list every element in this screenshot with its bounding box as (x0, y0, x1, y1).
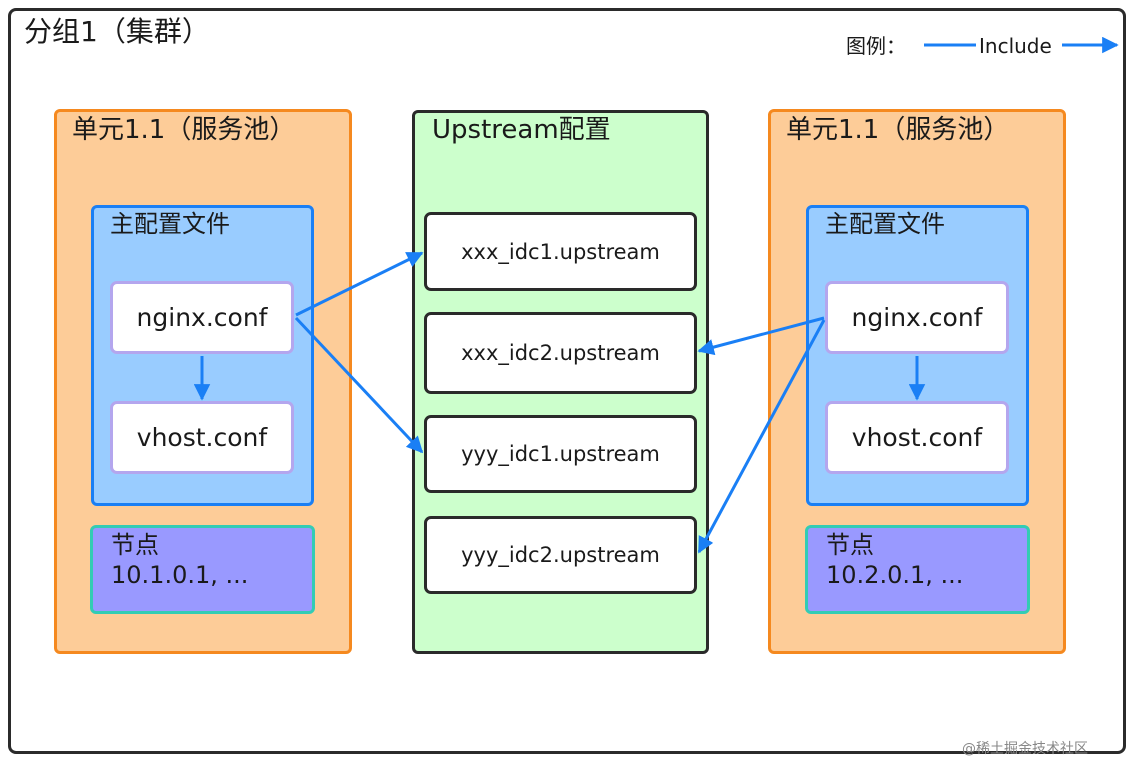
unit-left-vhost-conf: vhost.conf (110, 401, 294, 474)
arrow-left-nginx-to-yyy-idc1 (294, 316, 424, 454)
unit-right-main-config-title: 主配置文件 (825, 210, 945, 238)
watermark: @稀土掘金技术社区 (962, 741, 1088, 757)
unit-right-title: 单元1.1（服务池） (786, 115, 1010, 145)
unit-right-nginx-conf: nginx.conf (825, 281, 1009, 354)
upstream-item-xxx-idc1: xxx_idc1.upstream (424, 212, 697, 291)
cluster-title: 分组1（集群） (24, 15, 210, 48)
unit-left-nginx-conf: nginx.conf (110, 281, 294, 354)
legend-label: 图例： (846, 34, 906, 58)
upstream-item-yyy-idc1: yyy_idc1.upstream (424, 415, 697, 493)
unit-left-nodes: 节点 10.1.0.1, ... (90, 525, 315, 614)
arrow-right-nginx-to-xxx-idc2 (697, 316, 825, 356)
unit-right-vhost-conf: vhost.conf (825, 401, 1009, 474)
legend-include-text: Include (979, 34, 1052, 58)
upstream-item-yyy-idc2: yyy_idc2.upstream (424, 516, 697, 594)
unit-left-main-config-title: 主配置文件 (110, 210, 230, 238)
unit-left-nodes-value: 10.1.0.1, ... (111, 561, 249, 589)
unit-right-nodes-title: 节点 (826, 531, 874, 559)
unit-right-nodes-value: 10.2.0.1, ... (826, 561, 964, 589)
arrow-left-nginx-to-xxx-idc1 (295, 251, 424, 317)
upstream-title: Upstream配置 (432, 115, 611, 145)
unit-right-nodes: 节点 10.2.0.1, ... (805, 525, 1030, 614)
upstream-item-xxx-idc2: xxx_idc2.upstream (424, 312, 697, 394)
unit-left-title: 单元1.1（服务池） (72, 115, 296, 145)
arrow-right-nginx-to-yyy-idc2 (697, 319, 826, 554)
unit-left-nodes-title: 节点 (111, 531, 159, 559)
